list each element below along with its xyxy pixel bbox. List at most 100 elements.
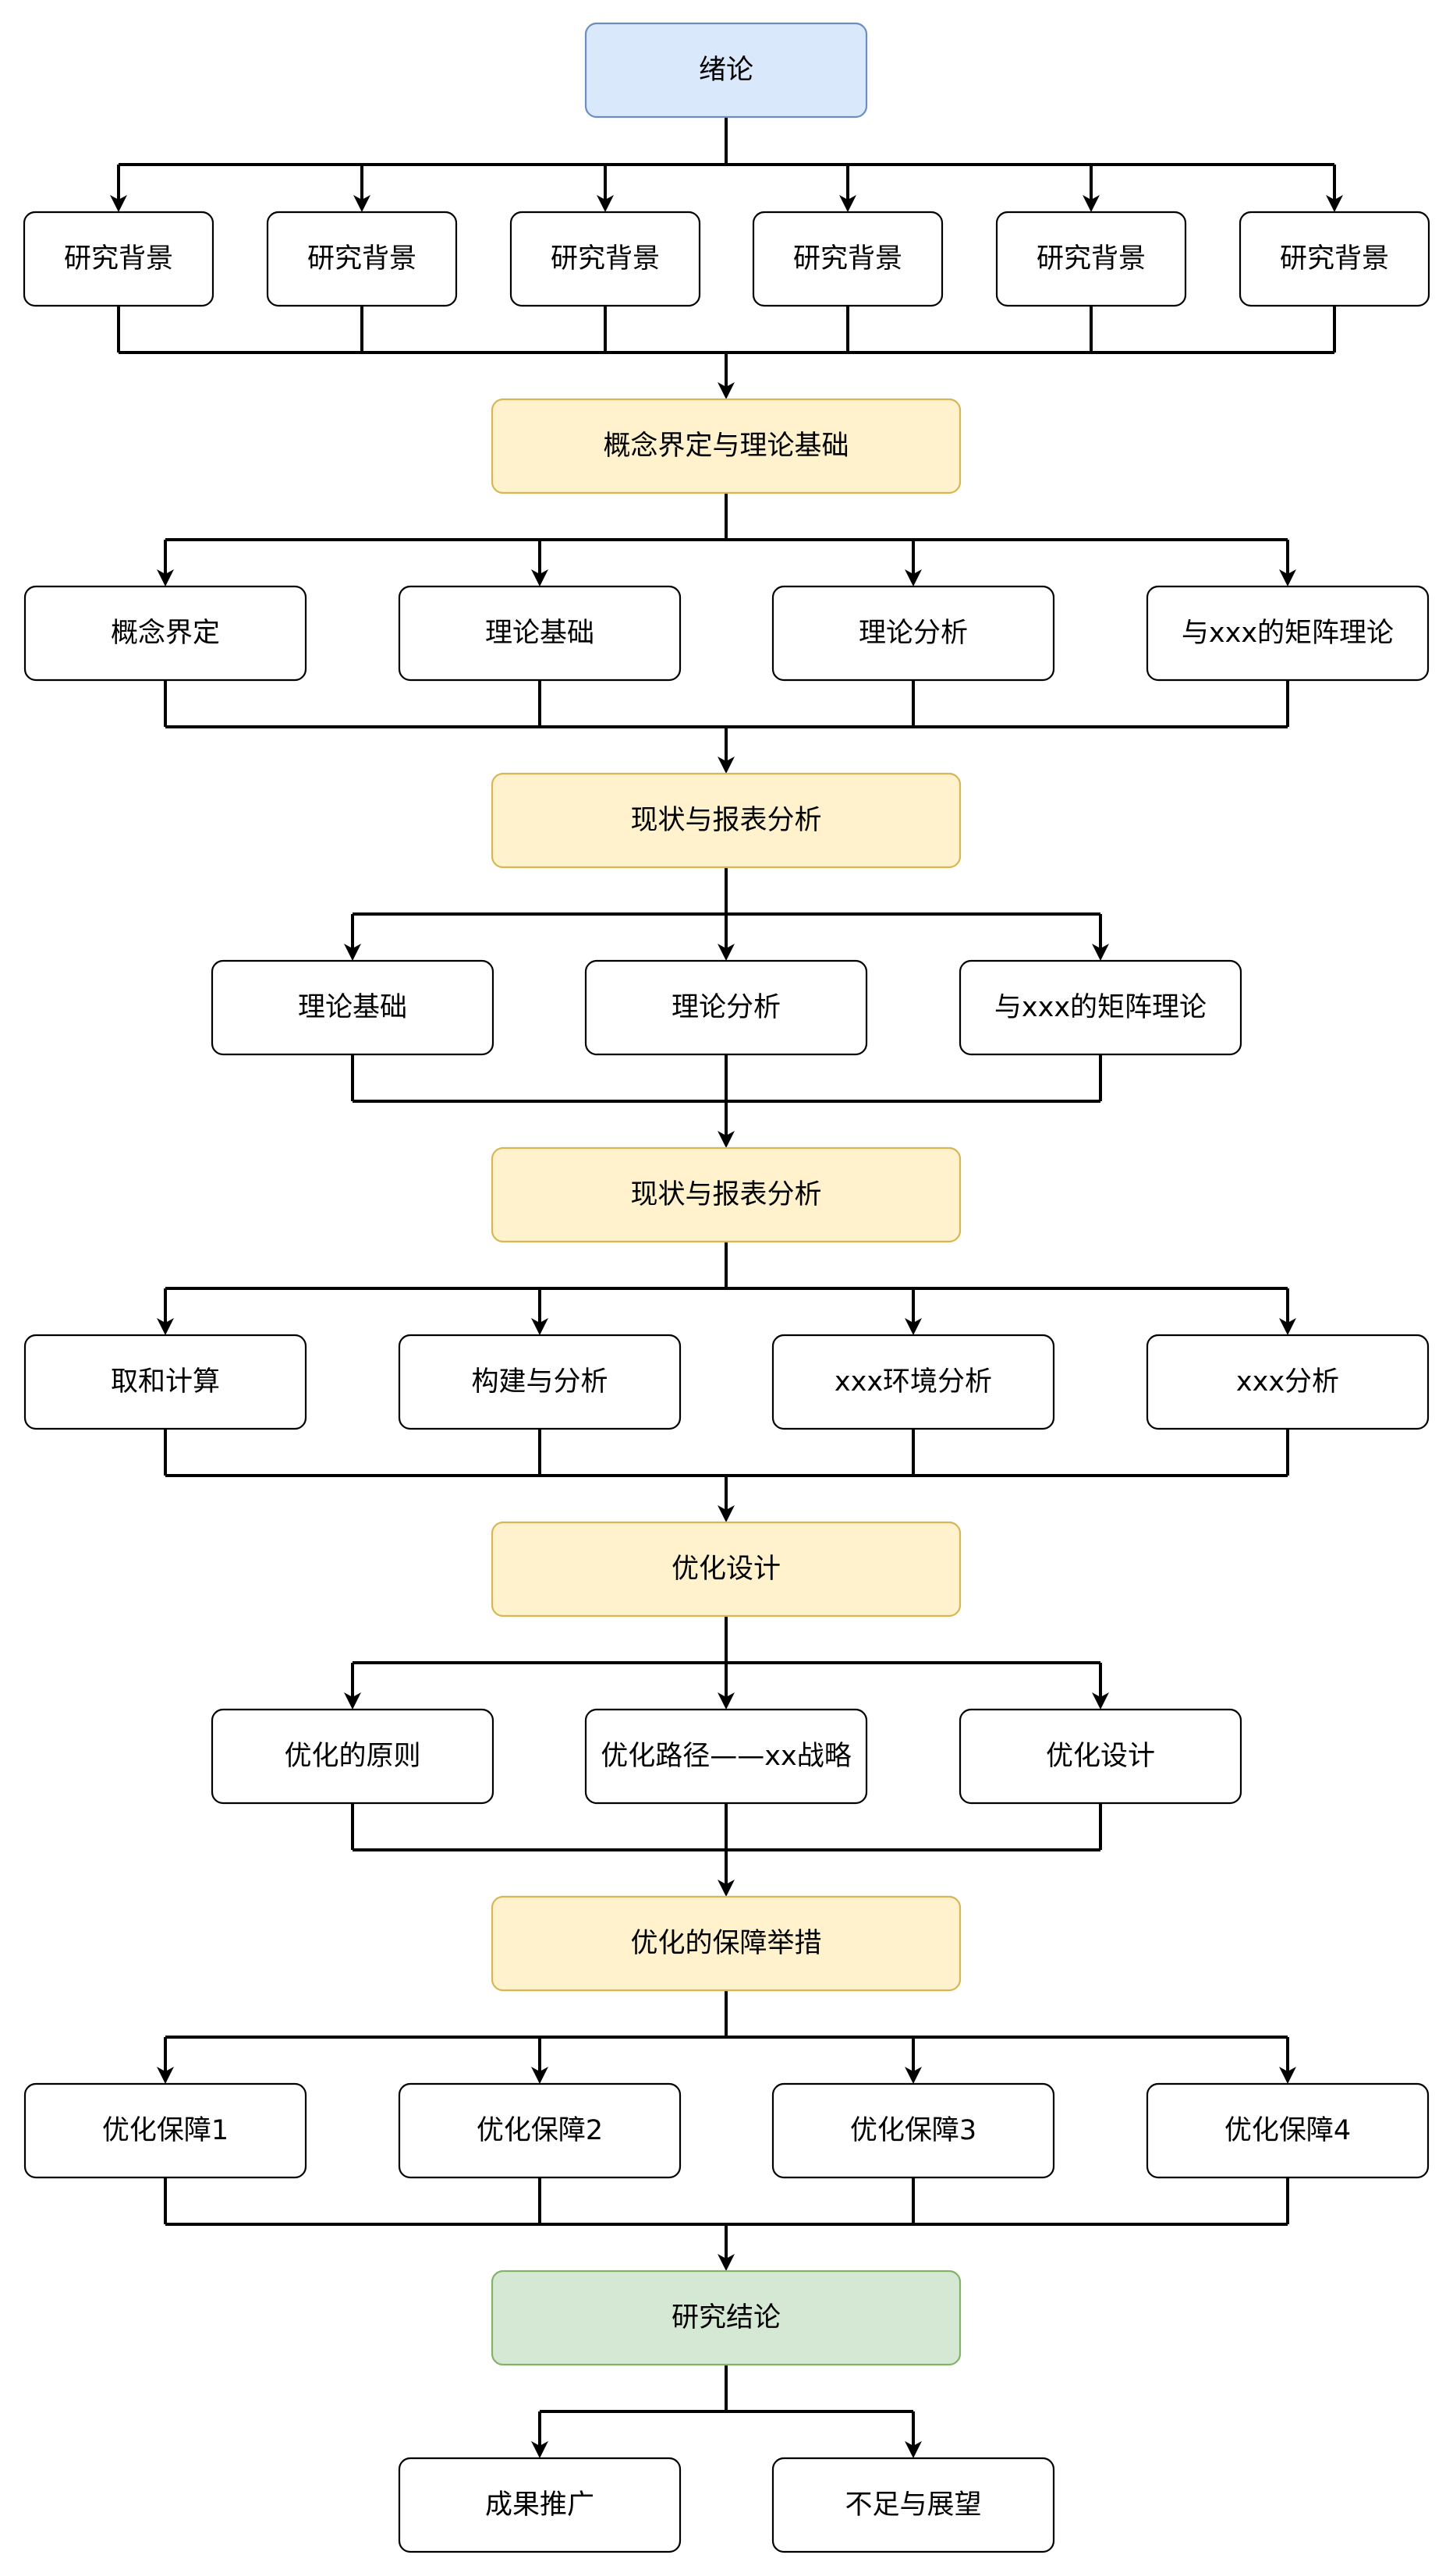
section-node-box xyxy=(491,772,962,869)
section-node-box xyxy=(491,1146,962,1243)
section-node-label: 优化的保障举措 xyxy=(630,1928,821,1959)
arrow-head xyxy=(110,195,127,212)
status-item-label: 与xxx的矩阵理论 xyxy=(994,992,1207,1023)
design-item-label: 优化路径——xx战略 xyxy=(601,1741,851,1772)
guarantee-item-label: 优化保障1 xyxy=(102,2115,229,2146)
section-node-box xyxy=(491,1521,962,1618)
design-item: 优化的原则 xyxy=(211,1708,494,1805)
design-item-box xyxy=(584,1708,868,1805)
intro-node-label: 绪论 xyxy=(699,55,753,86)
arrow-head xyxy=(344,1692,361,1710)
guarantee-item-box xyxy=(1146,2082,1430,2179)
background-item-label: 研究背景 xyxy=(64,243,173,275)
background-item-label: 研究背景 xyxy=(307,243,416,275)
section-node: 现状与报表分析 xyxy=(491,1146,962,1243)
arrow-head xyxy=(1092,944,1109,961)
concept-item-box xyxy=(1146,585,1430,682)
conclusion-item-label: 成果推广 xyxy=(485,2489,594,2521)
conclusion-item-box xyxy=(771,2457,1055,2553)
guarantee-item-label: 优化保障4 xyxy=(1224,2115,1351,2146)
arrow-head xyxy=(905,1318,922,1335)
arrow-head xyxy=(597,195,614,212)
intro-node: 绪论 xyxy=(584,22,868,119)
arrow-head xyxy=(718,1131,735,1148)
analysis-item-box xyxy=(398,1334,682,1430)
arrow-head xyxy=(157,1318,174,1335)
guarantee-item: 优化保障2 xyxy=(398,2082,682,2179)
guarantee-item: 优化保障1 xyxy=(23,2082,307,2179)
analysis-item: 构建与分析 xyxy=(398,1334,682,1430)
concept-item: 理论基础 xyxy=(398,585,682,682)
arrow-head xyxy=(531,1318,548,1335)
analysis-item: xxx分析 xyxy=(1146,1334,1430,1430)
section-node: 优化设计 xyxy=(491,1521,962,1618)
connector-lines xyxy=(110,117,1343,2458)
background-item-box xyxy=(752,211,944,307)
arrow-head xyxy=(531,569,548,586)
status-item: 理论分析 xyxy=(584,959,868,1056)
arrow-head xyxy=(718,1692,735,1710)
guarantee-item: 优化保障4 xyxy=(1146,2082,1430,2179)
arrow-head xyxy=(1279,569,1296,586)
intro-node-box xyxy=(584,22,868,119)
guarantee-item-box xyxy=(23,2082,307,2179)
background-item: 研究背景 xyxy=(266,211,458,307)
arrow-head xyxy=(839,195,856,212)
concept-item: 概念界定 xyxy=(23,585,307,682)
concept-item: 理论分析 xyxy=(771,585,1055,682)
conclusion-node: 研究结论 xyxy=(491,2270,962,2366)
arrow-head xyxy=(718,2254,735,2271)
arrow-head xyxy=(718,1505,735,1522)
status-item-label: 理论分析 xyxy=(672,992,781,1023)
analysis-item-box xyxy=(1146,1334,1430,1430)
section-node: 优化的保障举措 xyxy=(491,1895,962,1992)
status-item-box xyxy=(959,959,1242,1056)
analysis-item-box xyxy=(771,1334,1055,1430)
background-item-label: 研究背景 xyxy=(551,243,660,275)
arrow-head xyxy=(1083,195,1100,212)
arrow-head xyxy=(718,382,735,399)
conclusion-node-label: 研究结论 xyxy=(672,2302,781,2333)
guarantee-item-label: 优化保障3 xyxy=(850,2115,976,2146)
analysis-item: xxx环境分析 xyxy=(771,1334,1055,1430)
background-item: 研究背景 xyxy=(995,211,1187,307)
concept-item: 与xxx的矩阵理论 xyxy=(1146,585,1430,682)
arrow-head xyxy=(905,2067,922,2084)
arrow-head xyxy=(1279,1318,1296,1335)
section-node-label: 现状与报表分析 xyxy=(630,1179,821,1210)
background-item-box xyxy=(266,211,458,307)
background-item-label: 研究背景 xyxy=(1037,243,1146,275)
analysis-item-label: 取和计算 xyxy=(111,1366,220,1398)
arrow-head xyxy=(905,569,922,586)
background-item-box xyxy=(1239,211,1430,307)
guarantee-item-label: 优化保障2 xyxy=(477,2115,603,2146)
status-item-box xyxy=(211,959,494,1056)
analysis-item-label: xxx分析 xyxy=(1236,1366,1339,1398)
design-item-box xyxy=(211,1708,494,1805)
conclusion-item-box xyxy=(398,2457,682,2553)
concept-item-label: 理论基础 xyxy=(485,618,594,649)
arrow-head xyxy=(718,944,735,961)
design-item-label: 优化设计 xyxy=(1046,1741,1155,1772)
arrow-head xyxy=(1092,1692,1109,1710)
design-item: 优化设计 xyxy=(959,1708,1242,1805)
arrow-head xyxy=(344,944,361,961)
conclusion-node-box xyxy=(491,2270,962,2366)
concept-item-label: 与xxx的矩阵理论 xyxy=(1182,618,1394,649)
conclusion-item: 不足与展望 xyxy=(771,2457,1055,2553)
section-node-box xyxy=(491,1895,962,1992)
concept-item-box xyxy=(771,585,1055,682)
section-node-box xyxy=(491,398,962,494)
arrow-head xyxy=(157,2067,174,2084)
analysis-item-label: 构建与分析 xyxy=(471,1366,608,1398)
design-item: 优化路径——xx战略 xyxy=(584,1708,868,1805)
arrow-head xyxy=(157,569,174,586)
background-item: 研究背景 xyxy=(509,211,701,307)
background-item-label: 研究背景 xyxy=(793,243,902,275)
arrow-head xyxy=(1326,195,1343,212)
arrow-head xyxy=(531,2067,548,2084)
design-item-box xyxy=(959,1708,1242,1805)
arrow-head xyxy=(718,1880,735,1897)
concept-item-label: 概念界定 xyxy=(111,618,220,649)
